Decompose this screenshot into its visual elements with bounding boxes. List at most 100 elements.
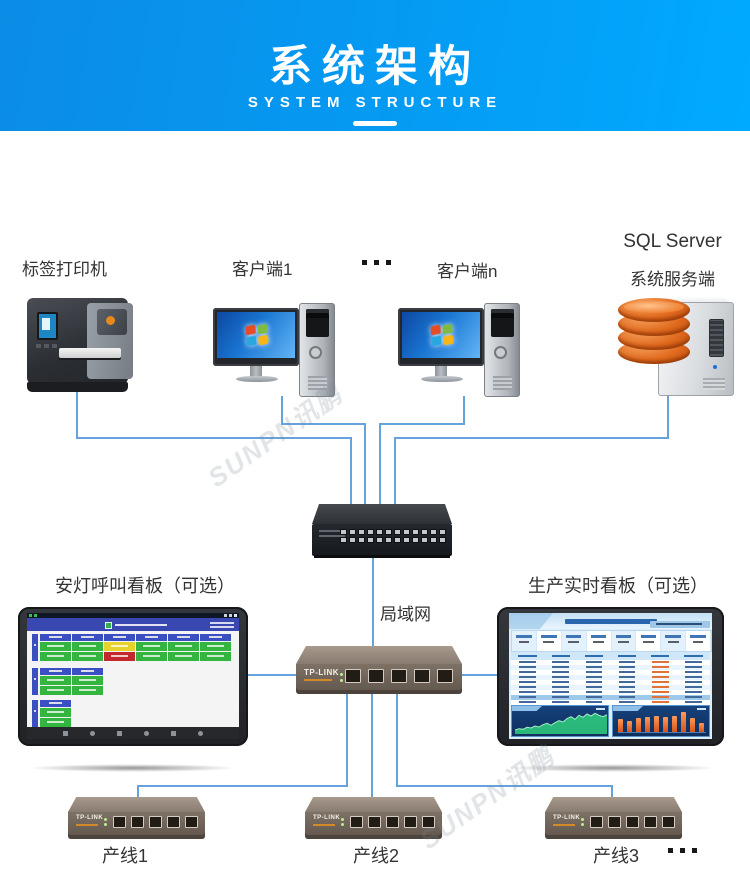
table-row xyxy=(511,670,710,675)
router-led xyxy=(341,818,344,821)
ethernet-port xyxy=(368,816,381,828)
kpi-cell xyxy=(587,631,612,651)
cable-switch-to-router xyxy=(372,556,374,650)
andon-status-cell xyxy=(168,652,199,661)
pc-tower xyxy=(484,303,520,397)
router-model-label xyxy=(553,824,575,826)
table-row xyxy=(511,685,710,690)
label-clientn: 客户端n xyxy=(437,262,498,281)
ethernet-port xyxy=(358,537,365,543)
andon-status-cell xyxy=(72,652,103,661)
page-subtitle: SYSTEM STRUCTURE xyxy=(247,94,503,111)
table-header-cell xyxy=(577,652,610,660)
bar xyxy=(663,717,668,732)
label-printer-illustration xyxy=(25,290,135,392)
label-sql-server: SQL Server xyxy=(623,231,722,252)
power-button xyxy=(494,346,507,359)
ethernet-port xyxy=(358,529,365,535)
ethernet-port xyxy=(340,529,347,535)
ethernet-port xyxy=(376,537,383,543)
area-chart-panel xyxy=(511,705,609,737)
andon-group xyxy=(32,634,231,661)
area-chart xyxy=(515,712,607,734)
ethernet-port xyxy=(404,816,417,828)
table-row xyxy=(511,680,710,685)
andon-header-cell xyxy=(136,634,167,641)
cable-tablet-to-router xyxy=(246,674,302,676)
router-ports xyxy=(113,816,198,828)
database-cylinder-icon xyxy=(618,298,690,368)
ethernet-port xyxy=(414,669,430,683)
bar xyxy=(654,715,659,732)
cable-sql-down xyxy=(667,395,669,437)
panel-legend xyxy=(697,708,706,710)
monitor-frame xyxy=(398,308,484,366)
ethernet-port xyxy=(662,816,675,828)
router-top-face xyxy=(296,646,462,664)
table-row xyxy=(511,665,710,670)
prodline2-router-illustration: TP-LINK xyxy=(305,797,442,839)
andon-header-cell xyxy=(104,634,135,641)
bar-chart-panel xyxy=(612,705,710,737)
server-vent xyxy=(709,319,724,357)
ethernet-port xyxy=(386,816,399,828)
ethernet-port xyxy=(340,537,347,543)
cable-clientn-to-switch xyxy=(379,423,381,522)
cable-sql-to-switch xyxy=(394,437,396,522)
label-andon-board: 安灯呼叫看板（可选） xyxy=(55,576,235,596)
title-underline xyxy=(353,121,397,126)
monitor-base xyxy=(236,376,278,382)
andon-group-side-label xyxy=(32,634,38,661)
lan-switch-illustration xyxy=(312,504,452,558)
router-led xyxy=(581,818,584,821)
label-prodline2: 产线2 xyxy=(352,846,399,866)
label-prodline3: 产线3 xyxy=(592,846,639,866)
andon-header-cell xyxy=(40,668,71,675)
sql-server-illustration xyxy=(618,296,738,398)
router-brand-label: TP-LINK xyxy=(76,815,104,821)
cable-branch1-across xyxy=(137,785,348,787)
printer-ribbon-spool xyxy=(106,316,115,325)
server-led xyxy=(713,365,717,369)
andon-status-cell xyxy=(168,642,199,651)
dashboard-header xyxy=(509,613,712,629)
table-row xyxy=(511,660,710,665)
bar xyxy=(681,711,686,732)
andon-group-side-label xyxy=(32,700,38,727)
ethernet-port xyxy=(394,529,401,535)
panel-tab xyxy=(613,706,643,711)
andon-status-cell xyxy=(72,676,103,685)
ethernet-port xyxy=(421,529,428,535)
router-brand-label: TP-LINK xyxy=(304,668,340,677)
dashboard-table xyxy=(511,652,710,705)
andon-status-cell xyxy=(136,652,167,661)
ethernet-port xyxy=(185,816,198,828)
prodline1-router-illustration: TP-LINK xyxy=(68,797,205,839)
router-ports xyxy=(350,816,435,828)
andon-header-cell xyxy=(72,634,103,641)
page-title: 系统架构 xyxy=(269,43,481,91)
cable-clientn-down xyxy=(463,396,465,423)
andon-status-cell xyxy=(40,652,71,661)
core-router-illustration: TP-LINK xyxy=(296,646,462,694)
andon-app-icon xyxy=(105,622,112,629)
bar-chart xyxy=(618,710,706,733)
andon-status-cell xyxy=(104,652,135,661)
drive-bay xyxy=(491,309,514,337)
ethernet-port xyxy=(437,669,453,683)
printer-touchscreen xyxy=(37,312,58,340)
monitor-base xyxy=(421,376,463,382)
label-printer: 标签打印机 xyxy=(22,260,107,279)
ethernet-port xyxy=(439,537,446,543)
ethernet-port xyxy=(430,537,437,543)
router-model-label xyxy=(76,824,98,826)
nav-icon xyxy=(117,730,122,736)
label-lan: 局域网 xyxy=(380,605,431,624)
ethernet-port xyxy=(349,529,356,535)
ethernet-port xyxy=(149,816,162,828)
cable-client1-to-switch xyxy=(364,423,366,522)
drive-bay xyxy=(306,309,329,337)
ethernet-port xyxy=(367,529,374,535)
ethernet-port xyxy=(394,537,401,543)
cable-client1-down xyxy=(281,396,283,423)
